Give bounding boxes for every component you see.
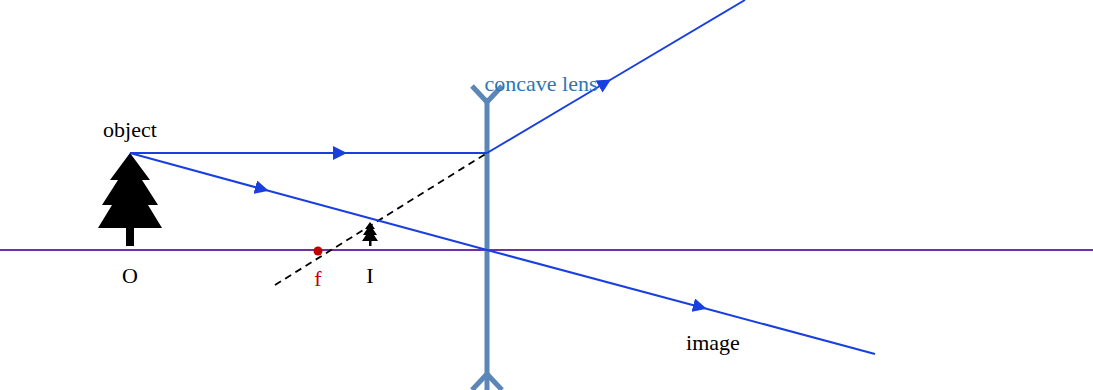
image-point-label: I [366, 264, 373, 288]
virtual-ray [275, 153, 487, 285]
ray-center [130, 153, 875, 354]
focus-label: f [314, 267, 321, 291]
object-point-label: O [122, 264, 138, 288]
object-label: object [103, 118, 157, 142]
ray-parallel [130, 0, 745, 153]
object-tree [98, 153, 162, 246]
focal-point [314, 247, 323, 256]
image-tree [362, 222, 378, 246]
image-label: image [686, 331, 740, 355]
lens-label: concave lens [485, 72, 598, 96]
concave-lens-symbol [472, 86, 502, 390]
principal-axis [0, 249, 1093, 251]
